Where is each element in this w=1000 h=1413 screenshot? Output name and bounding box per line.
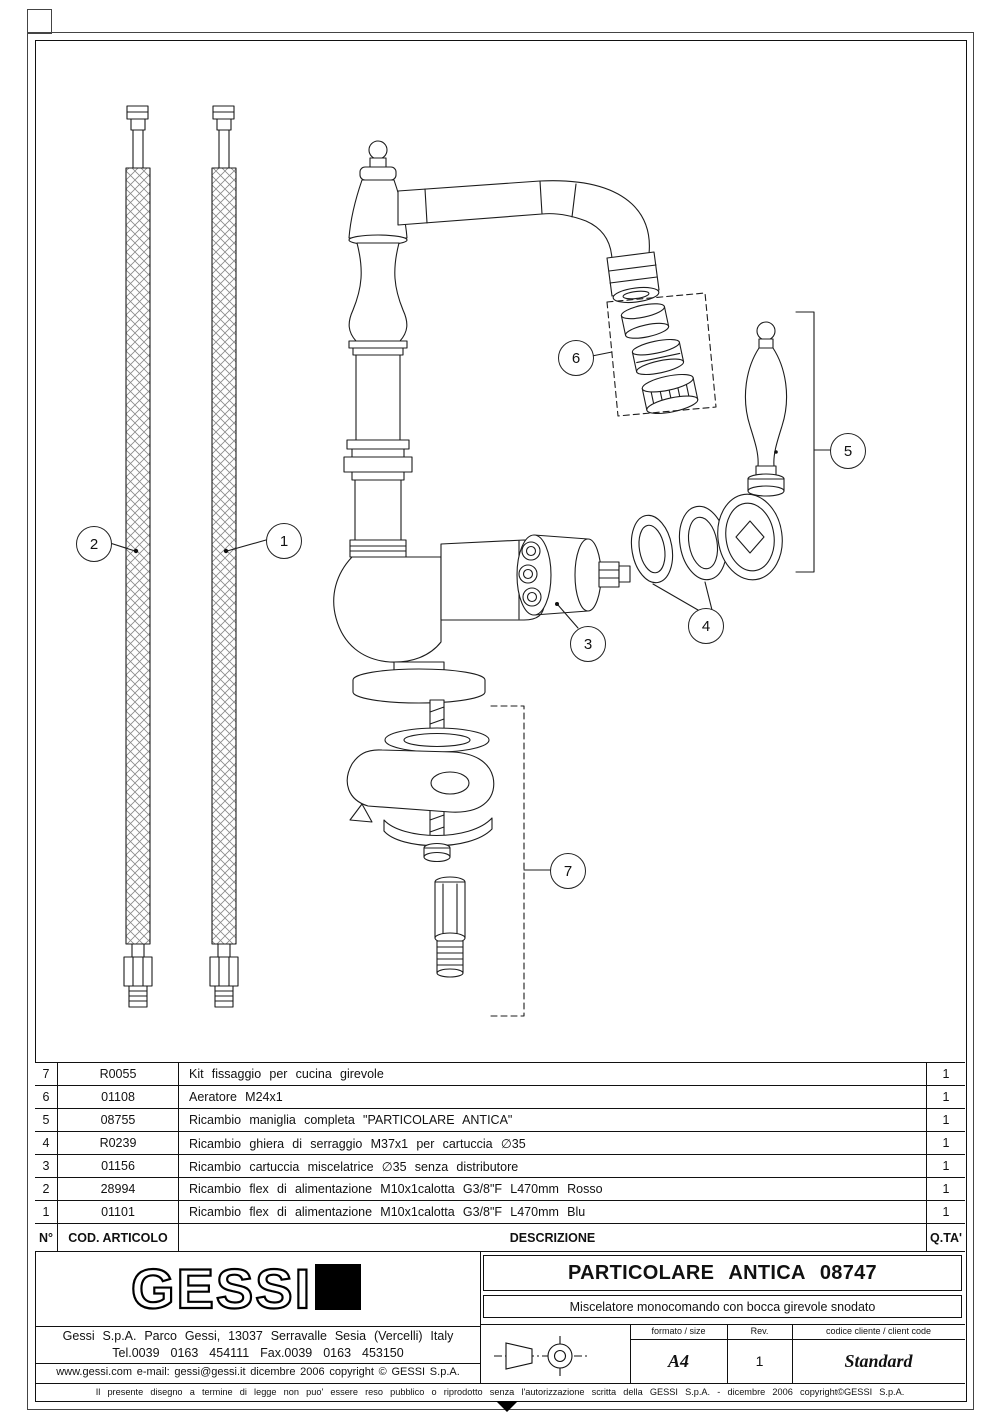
gessi-logo-square — [315, 1264, 361, 1310]
callout-5-number: 5 — [843, 442, 853, 460]
gessi-logo: GESSI — [130, 1256, 361, 1320]
callout-4-number: 4 — [701, 617, 711, 635]
part-number: 6 — [35, 1086, 58, 1108]
gessi-logo-text: GESSI — [131, 1257, 312, 1320]
callout-1: 1 — [266, 523, 302, 559]
table-row: 3 01156 Ricambio cartuccia miscelatrice … — [35, 1155, 965, 1178]
callout-3: 3 — [570, 626, 606, 662]
part-number: 5 — [35, 1109, 58, 1131]
part-number: 2 — [35, 1178, 58, 1200]
table-row: 5 08755 Ricambio maniglia completa "PART… — [35, 1109, 965, 1132]
part-qty: 1 — [942, 1205, 950, 1219]
part-qty: 1 — [942, 1090, 950, 1104]
callout-7-number: 7 — [563, 862, 573, 880]
handle-lever — [744, 321, 788, 497]
part-code: 01108 — [58, 1086, 179, 1108]
fixing-kit — [346, 699, 495, 978]
table-header-row: N° COD. ARTICOLO DESCRIZIONE Q.TA' — [35, 1224, 965, 1252]
drawing-title: PARTICOLARE ANTICA 08747 — [483, 1255, 962, 1291]
header-cod-articolo: COD. ARTICOLO — [58, 1224, 179, 1251]
header-qta: Q.TA' — [930, 1230, 962, 1245]
part-number: 7 — [35, 1063, 58, 1085]
table-row: 4 R0239 Ricambio ghiera di serraggio M37… — [35, 1132, 965, 1155]
left-rule — [36, 1363, 480, 1364]
corner-registration-box — [27, 9, 52, 34]
rev-value: 1 — [755, 1353, 764, 1369]
locking-ring-set — [630, 505, 728, 584]
part-qty: 1 — [942, 1067, 950, 1081]
part-code: 08755 — [58, 1109, 179, 1131]
callout-7: 7 — [550, 853, 586, 889]
part-description: Ricambio cartuccia miscelatrice ∅35 senz… — [179, 1155, 927, 1177]
part-description: Ricambio flex di alimentazione M10x1calo… — [179, 1178, 927, 1200]
formato-label: formato / size — [651, 1326, 706, 1336]
part-description: Ricambio maniglia completa "PARTICOLARE … — [179, 1109, 927, 1131]
header-descrizione: DESCRIZIONE — [179, 1224, 927, 1251]
callout-6: 6 — [558, 340, 594, 376]
flex-hose-right — [209, 105, 239, 1008]
title-block-line — [727, 1324, 729, 1383]
legal-disclaimer: Il presente disegno a termine di legge n… — [35, 1383, 965, 1400]
part-code: 01101 — [58, 1201, 179, 1223]
header-n: N° — [35, 1224, 58, 1251]
part-qty: 1 — [942, 1182, 950, 1196]
part-qty: 1 — [942, 1136, 950, 1150]
company-address: Gessi S.p.A. Parco Gessi, 13037 Serraval… — [62, 1329, 454, 1343]
flex-hose-left — [123, 105, 153, 1008]
part-description: Ricambio flex di alimentazione M10x1calo… — [179, 1201, 927, 1223]
title-block-line — [630, 1324, 632, 1383]
title-block-line — [630, 1339, 965, 1340]
formato-value: A4 — [667, 1350, 689, 1371]
table-row: 6 01108 Aeratore M24x1 1 — [35, 1086, 965, 1109]
part-number: 1 — [35, 1201, 58, 1223]
part-qty: 1 — [942, 1113, 950, 1127]
part-description: Ricambio ghiera di serraggio M37x1 per c… — [179, 1132, 927, 1154]
cartridge — [516, 534, 631, 616]
client-code-value: Standard — [844, 1350, 913, 1371]
callout-1-number: 1 — [279, 532, 289, 550]
part-number: 3 — [35, 1155, 58, 1177]
aerator-parts — [620, 303, 699, 415]
table-row: 1 01101 Ricambio flex di alimentazione M… — [35, 1201, 965, 1224]
title-block-line — [792, 1324, 794, 1383]
callout-4: 4 — [688, 608, 724, 644]
leader-lines — [109, 292, 831, 1017]
callout-6-number: 6 — [571, 349, 581, 367]
company-phone: Tel.0039 0163 454111 Fax.0039 0163 45315… — [112, 1346, 404, 1360]
table-row: 7 R0055 Kit fissaggio per cucina girevol… — [35, 1063, 965, 1086]
callout-5: 5 — [830, 433, 866, 469]
part-description: Kit fissaggio per cucina girevole — [179, 1063, 927, 1085]
part-code: R0055 — [58, 1063, 179, 1085]
faucet-body — [333, 140, 660, 704]
handle-dome — [717, 493, 783, 581]
fold-mark — [496, 1401, 518, 1412]
title-block-divider — [480, 1251, 482, 1383]
client-code-label: codice cliente / client code — [825, 1326, 932, 1336]
part-code: 01156 — [58, 1155, 179, 1177]
title-block-line — [481, 1324, 965, 1326]
part-code: 28994 — [58, 1178, 179, 1200]
callout-2-number: 2 — [89, 535, 99, 553]
left-rule — [36, 1326, 480, 1327]
part-code: R0239 — [58, 1132, 179, 1154]
rev-label: Rev. — [750, 1326, 769, 1336]
part-description: Aeratore M24x1 — [179, 1086, 927, 1108]
callout-3-number: 3 — [583, 635, 593, 653]
company-web: www.gessi.com e-mail: gessi@gessi.it dic… — [56, 1366, 460, 1378]
table-row: 2 28994 Ricambio flex di alimentazione M… — [35, 1178, 965, 1201]
projection-symbol — [494, 1336, 588, 1376]
drawing-subtitle: Miscelatore monocomando con bocca girevo… — [483, 1295, 962, 1318]
parts-table: 7 R0055 Kit fissaggio per cucina girevol… — [35, 1062, 965, 1252]
part-number: 4 — [35, 1132, 58, 1154]
part-qty: 1 — [942, 1159, 950, 1173]
callout-2: 2 — [76, 526, 112, 562]
